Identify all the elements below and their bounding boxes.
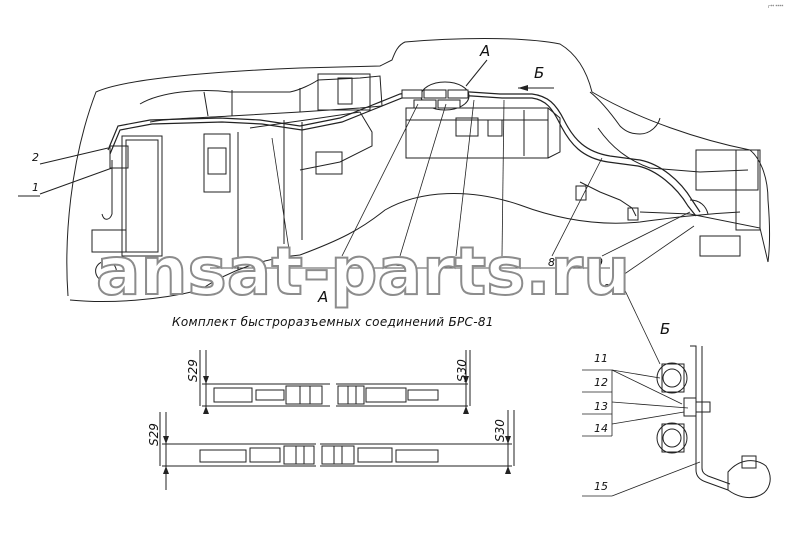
callout-3-leader (271, 137, 291, 257)
left-radiator-block (91, 111, 373, 283)
vehicle-outline (66, 38, 770, 303)
section-label-a-top: А (479, 42, 490, 60)
callout-9: 9 (596, 256, 603, 269)
callout-8-leader (551, 157, 603, 257)
callout-11: 11 (594, 352, 608, 365)
fitting-row-2 (162, 443, 512, 467)
top-duct-assembly (139, 73, 383, 123)
connector-cluster (401, 81, 470, 111)
direction-arrowhead-b (518, 85, 528, 91)
section-a-leader (465, 59, 488, 87)
dimension-label-s29-top: S29 (186, 359, 200, 382)
callout-5: 5 (396, 256, 403, 269)
callout-10: 10 (596, 282, 610, 295)
dimension-s30-row2: S30 (493, 410, 515, 474)
callout-10-leader (609, 225, 695, 285)
dimension-s30-row1: S30 (455, 350, 471, 414)
callout-4-leader (341, 103, 419, 257)
callout-4: 4 (338, 256, 345, 269)
callout-1: 1 (32, 181, 39, 194)
dimension-label-s29-bottom: S29 (147, 423, 161, 446)
callout-7-leader (501, 99, 505, 257)
corner-mark: г** **** (768, 4, 783, 9)
section-label-a-bottom: А (317, 288, 328, 306)
dimension-s29-row2: S29 (147, 412, 169, 490)
watermark: ansat-parts.ru (96, 233, 630, 310)
callout-7: 7 (498, 256, 505, 269)
view-b-reference-line (619, 279, 661, 365)
callout-9-leader (601, 211, 691, 257)
line-routing (107, 89, 701, 217)
callout-3: 3 (286, 256, 293, 269)
callout-15: 15 (594, 480, 608, 493)
callout-8: 8 (548, 256, 555, 269)
section-label-b-arrow: Б (534, 64, 544, 82)
callout-6: 6 (452, 256, 459, 269)
callout-14: 14 (594, 422, 608, 435)
fitting-row-1 (202, 383, 468, 407)
callout-2-leader (39, 147, 109, 165)
dimension-s29-row1: S29 (186, 350, 209, 414)
callout-12: 12 (594, 376, 608, 389)
detail-b-callout-frame (582, 369, 701, 497)
right-chassis (575, 91, 769, 263)
center-frame (405, 107, 561, 159)
callout-5-leader (399, 103, 447, 257)
kit-title: Комплект быстроразъемных соединений БРС-… (172, 315, 494, 329)
dimension-label-s30-top: S30 (455, 359, 469, 382)
detail-b-bracket (656, 345, 771, 499)
section-label-b-detail: Б (660, 320, 670, 338)
callout-1-leader (39, 167, 113, 195)
dimension-label-s30-bottom: S30 (493, 419, 507, 442)
callout-2: 2 (32, 151, 39, 164)
callout-13: 13 (594, 400, 608, 413)
callout-6-leader (455, 99, 475, 257)
